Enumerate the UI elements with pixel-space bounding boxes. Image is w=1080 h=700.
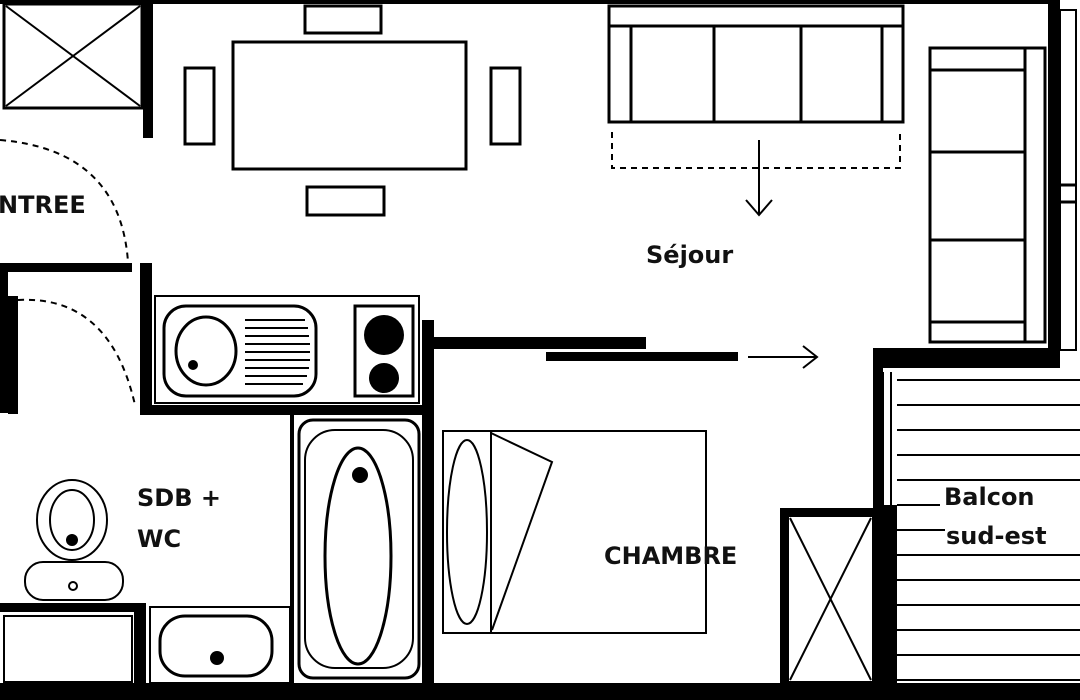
closet-top-left (2, 2, 144, 110)
chair-left (183, 66, 216, 146)
sofa-bed (607, 4, 905, 217)
label-balcon-line2: sud-est (946, 522, 1047, 550)
label-sdb-wc-line2: WC (137, 525, 181, 553)
balcony (882, 372, 1080, 681)
bed (442, 430, 707, 634)
sink (162, 304, 318, 398)
cupboard-bottom-left (3, 615, 133, 683)
sliding-door-arrow (748, 345, 819, 369)
bathtub (297, 418, 421, 680)
washbasin (149, 606, 291, 684)
chair-top (303, 4, 383, 35)
label-entree: NTREE (0, 191, 86, 219)
closet-chambre (780, 508, 875, 688)
dining-set (183, 4, 522, 217)
label-sdb-wc-line1: SDB + (137, 484, 221, 512)
dining-table (231, 40, 468, 171)
entry-door-swing (0, 139, 129, 263)
label-balcon-line1: Balcon (944, 483, 1035, 511)
window-right (1059, 9, 1077, 351)
sink-drainer (245, 319, 310, 385)
chair-bottom (305, 185, 386, 217)
toilet (24, 479, 124, 601)
label-chambre: CHAMBRE (604, 542, 737, 570)
chair-right (489, 66, 522, 146)
kitchen-unit (154, 295, 420, 404)
cooktop (353, 304, 415, 398)
bathroom-door-swing (8, 296, 136, 414)
label-sejour: Séjour (646, 241, 733, 269)
sofa-right (928, 46, 1047, 344)
